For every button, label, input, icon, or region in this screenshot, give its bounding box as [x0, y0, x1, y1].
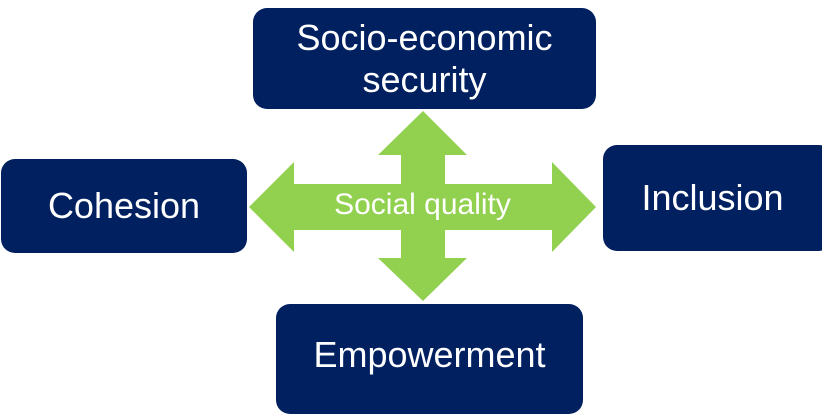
- box-label: Inclusion: [641, 177, 784, 219]
- box-socio-economic-security: Socio-economic security: [253, 8, 596, 109]
- vertical-double-arrow: [378, 111, 467, 301]
- box-label: Empowerment: [313, 334, 546, 376]
- box-label: Socio-economic security: [296, 17, 553, 100]
- box-cohesion: Cohesion: [1, 159, 247, 253]
- box-label: Cohesion: [47, 185, 201, 227]
- box-inclusion: Inclusion: [603, 145, 822, 251]
- box-empowerment: Empowerment: [276, 304, 583, 414]
- center-label: Social quality: [334, 188, 511, 221]
